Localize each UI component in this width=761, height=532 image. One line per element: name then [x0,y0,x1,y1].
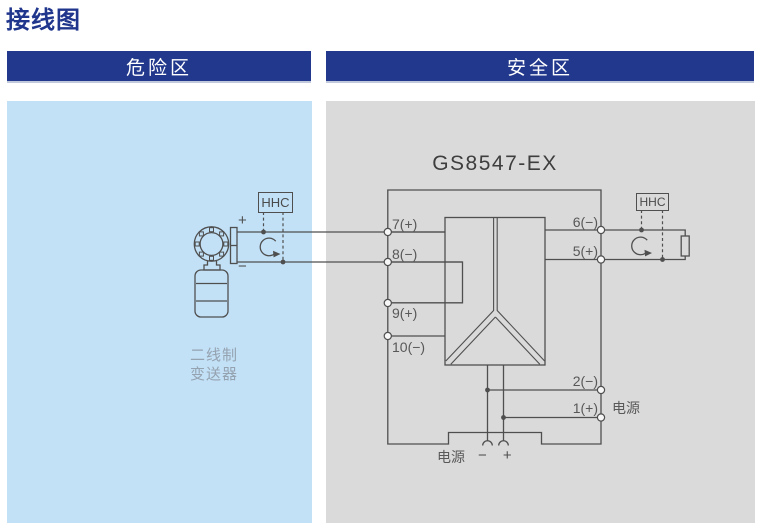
transmitter-minus-sign: − [238,258,247,275]
terminal-10-label: 10(−) [392,338,426,355]
terminal-9-label: 9(+) [392,304,418,321]
terminal-7-label: 7(+) [392,216,418,232]
hhc-left-label: HHC [261,195,290,210]
safe-zone-label: 安全区 [506,57,573,79]
device-model: GS8547-EX [432,152,558,175]
transmitter-caption-line2: 变送器 [190,366,239,383]
terminal-8-label: 8(−) [392,245,418,262]
power-side-label: 电源 [612,399,640,416]
safe-zone-header: 安全区 [326,51,754,83]
hazardous-zone-header: 危险区 [7,51,311,83]
hhc-right-label: HHC [639,195,666,209]
transmitter-plus-sign: + [238,212,247,229]
terminal-6-label: 6(−) [572,214,598,230]
hazardous-zone-panel [7,101,312,523]
transmitter-caption-line1: 二线制 [190,347,239,364]
page-title: 接线图 [6,7,81,34]
hhc-box-left: HHC [258,192,293,213]
terminal-2-label: 2(−) [572,373,598,389]
hhc-box-right: HHC [636,193,669,211]
terminal-5-label: 5(+) [572,243,598,259]
power-bottom-label: 电源 [437,448,465,465]
power-bottom-polarity: − + [478,447,518,464]
hazardous-zone-label: 危险区 [125,57,192,79]
terminal-1-label: 1(+) [572,400,598,416]
